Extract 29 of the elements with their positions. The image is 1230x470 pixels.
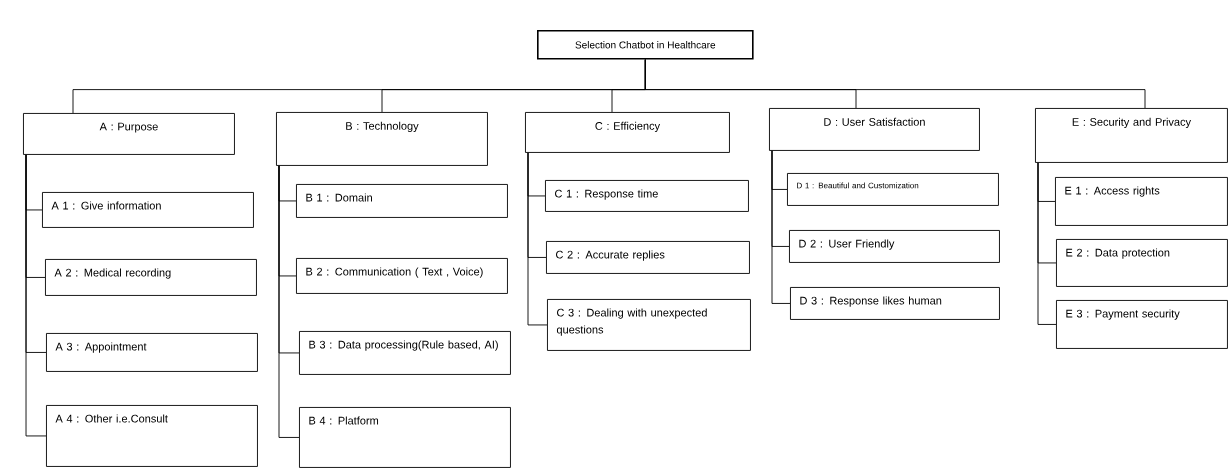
criterion-box: A 3 : Appointment <box>46 333 258 372</box>
criterion-box: B 4 : Platform <box>299 407 511 468</box>
connector-line <box>1037 162 1057 325</box>
criterion-box: D 3 : Response likes human <box>790 287 1000 320</box>
connector-line <box>527 152 548 326</box>
criterion-box: C 1 : Response time <box>545 180 749 212</box>
criterion-box: D 2 : User Friendly <box>789 230 1000 263</box>
connector-line <box>771 150 791 304</box>
criterion-box: A 1 : Give information <box>42 192 254 228</box>
criterion-box: E 3 : Payment security <box>1056 300 1228 349</box>
category-box: D : User Satisfaction <box>769 108 980 151</box>
criterion-box: B 1 : Domain <box>296 184 508 218</box>
root-box: Selection Chatbot in Healthcare <box>537 30 754 60</box>
connector-line <box>644 59 1146 109</box>
criterion-box: E 2 : Data protection <box>1056 239 1228 287</box>
criterion-box: B 2 : Communication ( Text , Voice) <box>296 258 508 294</box>
criterion-box: D 1 : Beautiful and Customization <box>787 173 999 206</box>
criterion-box: E 1 : Access rights <box>1055 177 1228 226</box>
criterion-box: C 2 : Accurate replies <box>546 241 750 274</box>
category-box: C : Efficiency <box>525 112 730 153</box>
criterion-box: B 3 : Data processing(Rule based, AI) <box>299 331 511 375</box>
connector-line <box>278 165 300 438</box>
connector-line <box>25 154 47 437</box>
category-box: A : Purpose <box>23 113 235 155</box>
category-box: B : Technology <box>276 112 488 166</box>
category-box: E : Security and Privacy <box>1035 108 1228 163</box>
criterion-box: A 4 : Other i.e.Consult <box>46 405 258 467</box>
criterion-box: C 3 : Dealing with unexpected questions <box>547 299 751 351</box>
criterion-box: A 2 : Medical recording <box>45 259 257 296</box>
